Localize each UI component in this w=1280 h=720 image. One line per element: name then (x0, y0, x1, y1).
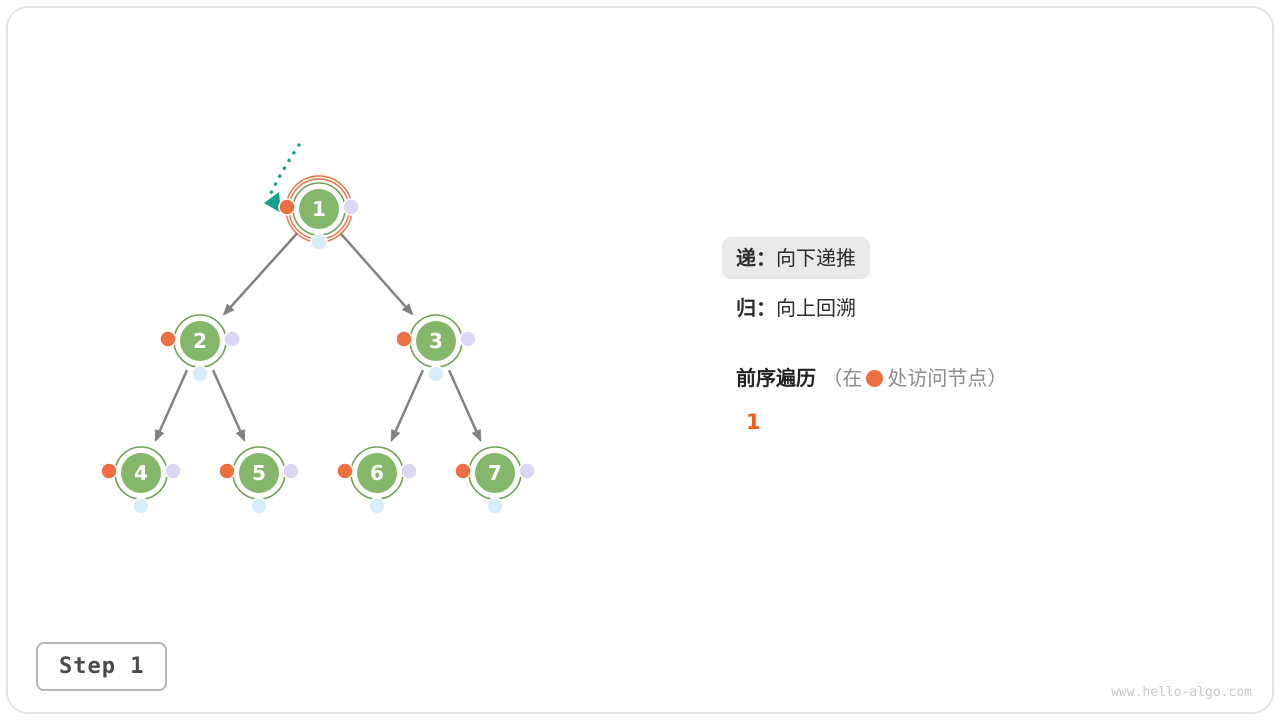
caption-pre: （在 (822, 366, 863, 390)
tree-edge-3-7 (447, 369, 482, 442)
recurse-key: 递： (736, 246, 776, 270)
node-label: 6 (370, 461, 384, 485)
pointer-dot-bottom-icon (310, 233, 328, 251)
pointer-dot-left-icon (159, 330, 177, 348)
recurse-text: 向下递推 (776, 246, 856, 270)
pointer-dot-right-icon (400, 462, 418, 480)
tree-node-4[interactable]: 4 (100, 446, 182, 515)
tree-node-3[interactable]: 3 (395, 314, 477, 383)
pointer-dot-left-icon (454, 462, 472, 480)
node-circle (239, 453, 279, 493)
caption-post: 处访问节点） (887, 366, 1008, 390)
tree-edge-2-4 (154, 369, 189, 442)
visited-sequence: 1 (746, 410, 761, 434)
pointer-dot-bottom-icon (427, 365, 445, 383)
pointer-dot-bottom-icon (250, 497, 268, 515)
pointer-dot-right-icon (282, 462, 300, 480)
traversal-title: 前序遍历 (736, 366, 816, 390)
return-text: 向上回溯 (776, 296, 856, 320)
node-circle (357, 453, 397, 493)
tree-edge-1-3 (339, 232, 414, 316)
step-badge: Step 1 (36, 642, 168, 691)
pointer-dot-bottom-icon (486, 497, 504, 515)
tree-edge-3-6 (390, 369, 425, 442)
node-label: 3 (429, 329, 443, 353)
node-label: 5 (252, 461, 266, 485)
pointer-dot-left-icon (336, 462, 354, 480)
orange-dot-icon (866, 370, 884, 387)
pointer-dot-right-icon (342, 198, 360, 216)
pointer-dot-left-icon (100, 462, 118, 480)
node-label: 4 (134, 461, 148, 485)
cursor-arrowhead-icon (264, 192, 281, 213)
tree-node-5[interactable]: 5 (218, 446, 300, 515)
tree-node-2[interactable]: 2 (159, 314, 241, 383)
node-label: 1 (312, 197, 326, 221)
pointer-dot-bottom-icon (368, 497, 386, 515)
tree-node-7[interactable]: 7 (454, 446, 536, 515)
pointer-dot-bottom-icon (191, 365, 209, 383)
pointer-dot-left-icon (218, 462, 236, 480)
pointer-dot-left-icon (278, 198, 296, 216)
legend-return-label: 归：向上回溯 (736, 296, 856, 320)
node-circle (416, 321, 456, 361)
pointer-dot-left-icon (395, 330, 413, 348)
node-label: 2 (193, 329, 207, 353)
traversal-caption: 前序遍历 （在处访问节点） (736, 366, 1007, 390)
node-circle (299, 189, 339, 229)
node-circle (180, 321, 220, 361)
node-circle (121, 453, 161, 493)
node-circle (475, 453, 515, 493)
pointer-dot-right-icon (223, 330, 241, 348)
tree-node-1[interactable]: 1 (278, 175, 360, 251)
watermark: www.hello-algo.com (1111, 685, 1252, 700)
pointer-dot-right-icon (164, 462, 182, 480)
return-key: 归： (736, 296, 776, 320)
pointer-dot-bottom-icon (132, 497, 150, 515)
node-label: 7 (488, 461, 502, 485)
tree-edge-1-2 (222, 231, 299, 316)
tree-edge-2-5 (211, 369, 246, 442)
pointer-dot-right-icon (459, 330, 477, 348)
tree-node-6[interactable]: 6 (336, 446, 418, 515)
legend-recurse-label: 递：向下递推 (722, 237, 870, 279)
pointer-dot-right-icon (518, 462, 536, 480)
